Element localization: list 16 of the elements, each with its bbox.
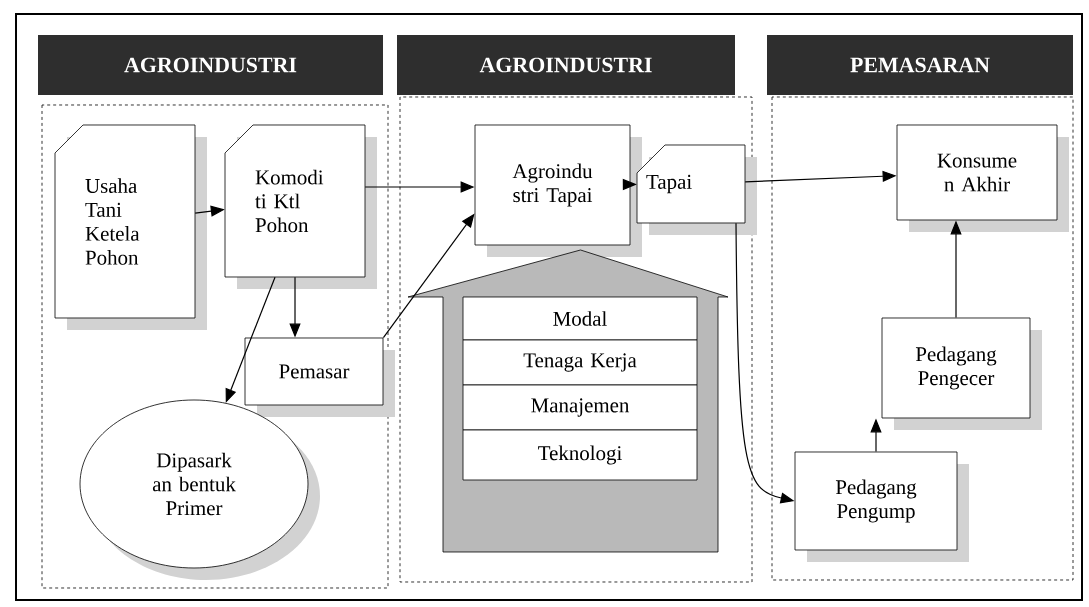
ellipse-node: Dipasark an bentuk Primer — [79, 399, 320, 580]
factor-box: Tenaga Kerja — [462, 339, 698, 386]
node-label: AGROINDUSTRI — [479, 57, 652, 73]
process-box: Tapai — [636, 144, 757, 235]
node-label: PEMASARAN — [850, 57, 990, 73]
process-box: Agroindu stri Tapai — [474, 124, 642, 257]
factor-box: Manajemen — [462, 384, 698, 431]
process-box: Konsume n Akhir — [896, 124, 1069, 232]
process-box: Pemasar — [244, 337, 395, 417]
factor-box: Modal — [462, 296, 698, 341]
process-box: Komodi ti Ktl Pohon — [224, 124, 377, 289]
node-label: AGROINDUSTRI — [124, 57, 297, 73]
process-box: Usaha Tani Ketela Pohon — [54, 124, 207, 330]
factor-box: Teknologi — [462, 429, 698, 481]
process-box: Pedagang Pengump — [794, 451, 969, 562]
process-box: Pedagang Pengecer — [881, 317, 1042, 430]
